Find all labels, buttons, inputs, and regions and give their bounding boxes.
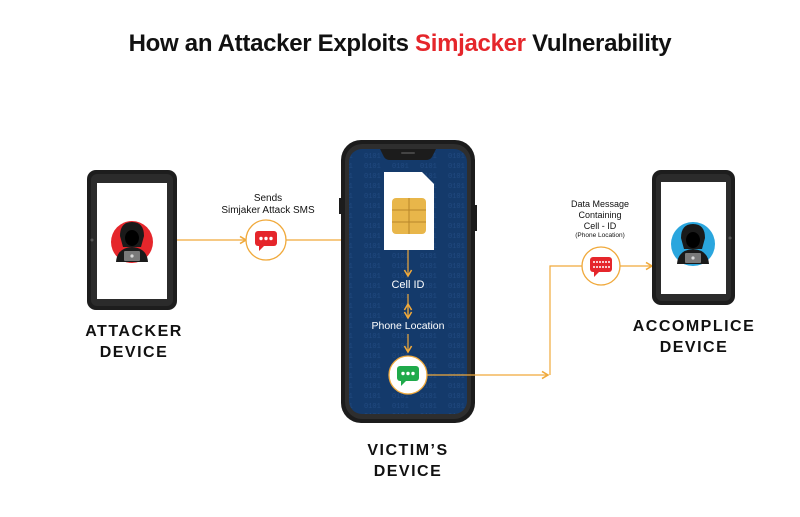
accomplice-device-label: ACCOMPLICE DEVICE	[622, 316, 766, 358]
victim-device	[339, 140, 477, 423]
data-message-caption-line3: Cell - ID	[583, 221, 617, 231]
data-message-caption-line1: Data Message	[570, 199, 630, 209]
victim-label-line1: VICTIM’S	[367, 442, 449, 459]
diagram-title: How an Attacker Exploits Simjacker Vulne…	[0, 30, 800, 58]
attacker-hacker-icon	[111, 221, 153, 263]
attack-sms-caption: Sends Simjaker Attack SMS	[206, 193, 330, 217]
data-message-caption-line2: Containing	[578, 210, 622, 220]
accomplice-hacker-icon	[671, 222, 715, 266]
accomplice-label-line1: ACCOMPLICE	[632, 318, 756, 335]
data-message-caption: Data Message Containing Cell - ID (Phone…	[548, 199, 652, 240]
accomplice-label-line2: DEVICE	[659, 339, 729, 356]
victim-sms-icon	[388, 355, 428, 395]
data-message-icon	[581, 246, 621, 286]
attacker-label-line1: ATTACKER	[85, 323, 183, 340]
title-suffix: Vulnerability	[525, 30, 672, 57]
attack-sms-caption-line1: Sends	[253, 193, 283, 204]
phone-location-label: Phone Location	[371, 320, 445, 332]
victim-label-line2: DEVICE	[373, 463, 443, 480]
attack-sms-caption-line2: Simjaker Attack SMS	[221, 205, 315, 216]
sim-card-icon	[384, 172, 434, 250]
data-message-arrow	[427, 261, 654, 380]
attacker-label-line2: DEVICE	[99, 344, 169, 361]
title-highlight: Simjacker	[415, 30, 526, 57]
attack-sms-icon	[245, 219, 287, 261]
cell-id-label: Cell ID	[391, 279, 425, 291]
victim-device-label: VICTIM’S DEVICE	[340, 440, 476, 482]
data-message-caption-line4: (Phone Location)	[575, 232, 625, 239]
attacker-device-label: ATTACKER DEVICE	[72, 321, 196, 363]
title-prefix: How an Attacker Exploits	[128, 30, 415, 57]
